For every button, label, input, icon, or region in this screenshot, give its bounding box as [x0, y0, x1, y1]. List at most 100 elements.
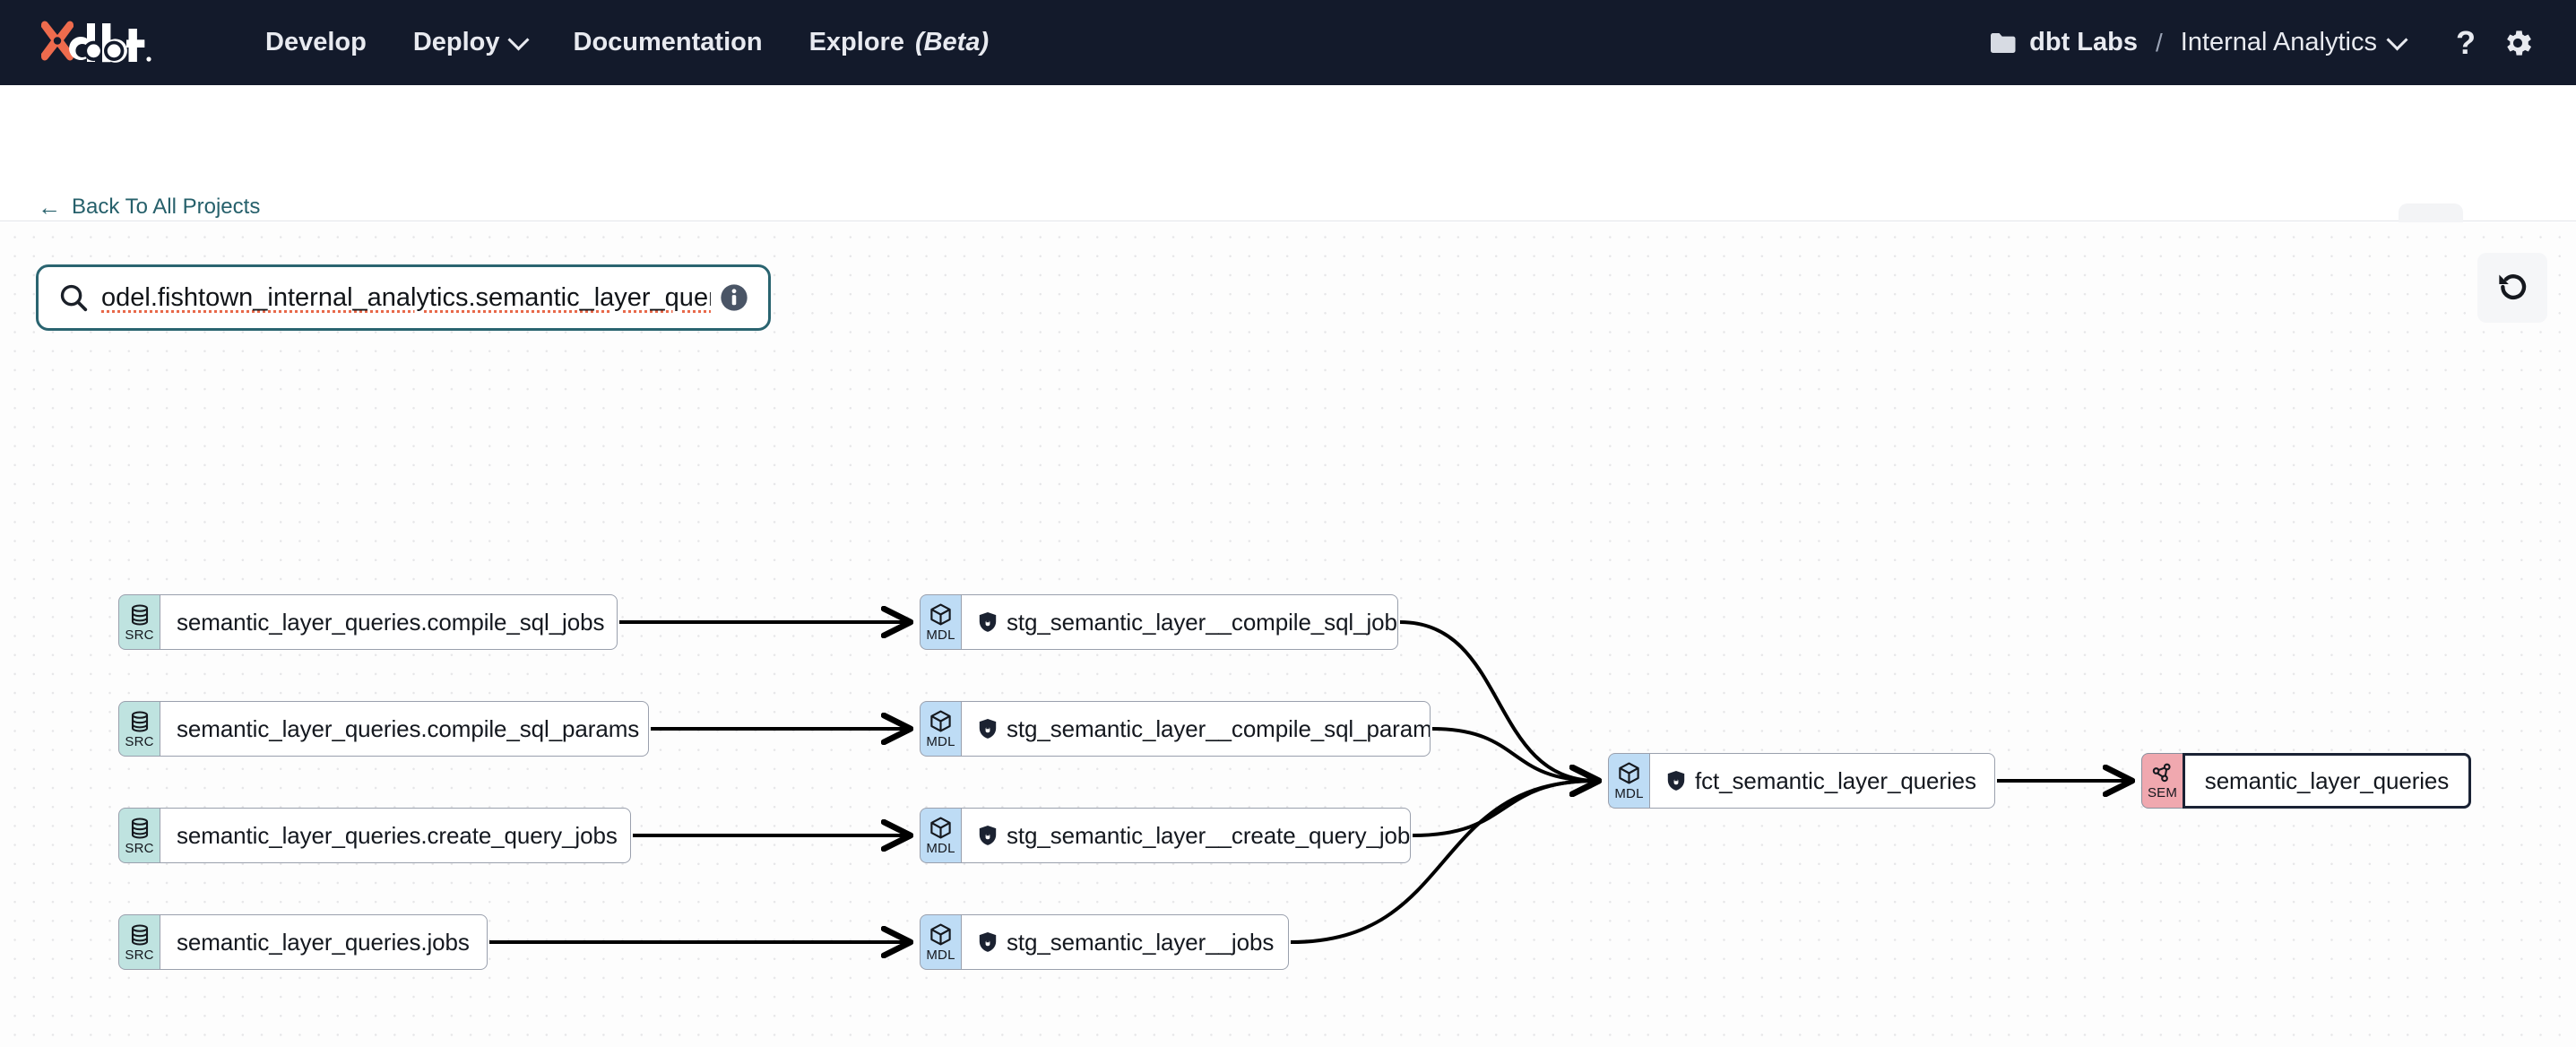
cube-icon [929, 922, 953, 947]
node-label: semantic_layer_queries.compile_sql_jobs [177, 608, 605, 636]
node-label: semantic_layer_queries [2204, 766, 2450, 794]
search-icon [58, 282, 89, 313]
graph-node-src3[interactable]: SRC semantic_layer_queries.create_query_j… [118, 808, 631, 863]
node-type-label: MDL [926, 734, 955, 749]
node-label: semantic_layer_queries.create_query_jobs [177, 821, 618, 849]
node-type-label: SEM [2147, 785, 2178, 800]
breadcrumb-project-selector[interactable]: Internal Analytics [2181, 28, 2406, 57]
node-label: semantic_layer_queries.compile_sql_param… [177, 714, 640, 742]
shield-lock-icon [978, 718, 998, 740]
node-type-badge-mdl: MDL [920, 914, 961, 970]
top-navigation-bar: Develop Deploy Documentation Explore (Be… [0, 0, 2576, 85]
nav-link-deploy-label: Deploy [412, 28, 500, 56]
nav-right-group: dbt Labs / Internal Analytics ? [1990, 17, 2544, 69]
node-type-label: SRC [125, 733, 154, 749]
node-type-badge-src: SRC [118, 594, 160, 650]
nav-link-documentation[interactable]: Documentation [550, 28, 786, 57]
graph-node-mdl3[interactable]: MDL stg_semantic_layer__create_query_jobs [920, 808, 1411, 863]
cube-icon [929, 816, 953, 840]
node-type-label: SRC [125, 947, 154, 963]
project-name: Internal Analytics [2180, 28, 2377, 56]
shield-lock-icon [978, 825, 998, 846]
search-input[interactable]: odel.fishtown_internal_analytics.semanti… [101, 282, 711, 312]
node-body[interactable]: semantic_layer_queries [2183, 753, 2471, 809]
node-label: stg_semantic_layer__create_query_jobs [1007, 821, 1411, 849]
node-type-badge-mdl: MDL [1608, 753, 1649, 809]
shield-lock-icon [1666, 770, 1686, 792]
node-type-badge-mdl: MDL [920, 594, 961, 650]
node-type-badge-src: SRC [118, 914, 160, 970]
node-type-label: SRC [125, 627, 154, 643]
project-subheader: ← Back To All Projects Internal Analytic… [0, 85, 2576, 268]
graph-edge-mdl2-to-fct1 [1431, 727, 1596, 781]
back-link-label: Back To All Projects [72, 195, 261, 219]
search-bar[interactable]: odel.fishtown_internal_analytics.semanti… [36, 264, 771, 331]
node-type-badge-src: SRC [118, 808, 160, 863]
node-body[interactable]: fct_semantic_layer_queries [1649, 753, 1995, 809]
back-to-all-projects-link[interactable]: ← Back To All Projects [38, 195, 260, 220]
settings-button[interactable] [2492, 17, 2544, 69]
node-type-badge-mdl: MDL [920, 808, 961, 863]
node-label: stg_semantic_layer__compile_sql_params [1007, 714, 1431, 742]
node-type-badge-sem: SEM [2141, 753, 2183, 809]
node-body[interactable]: semantic_layer_queries.compile_sql_param… [160, 701, 649, 757]
nav-link-explore-beta-tag: (Beta) [914, 28, 990, 56]
node-type-badge-mdl: MDL [920, 701, 961, 757]
graph-node-mdl4[interactable]: MDL stg_semantic_layer__jobs [920, 914, 1289, 970]
database-stack-icon [128, 603, 151, 627]
dbt-logo[interactable] [38, 20, 188, 66]
graph-node-src4[interactable]: SRC semantic_layer_queries.jobs [118, 914, 488, 970]
node-body[interactable]: semantic_layer_queries.jobs [160, 914, 488, 970]
nav-link-explore-label: Explore [808, 28, 904, 56]
lineage-edges [489, 222, 2576, 1047]
gear-icon [2507, 30, 2532, 56]
node-type-label: SRC [125, 840, 154, 856]
node-body[interactable]: stg_semantic_layer__compile_sql_params [961, 701, 1431, 757]
breadcrumb-organization[interactable]: dbt Labs [1990, 28, 2138, 57]
shield-lock-icon [978, 611, 998, 633]
database-stack-icon [128, 710, 151, 733]
graph-node-mdl1[interactable]: MDL stg_semantic_layer__compile_sql_jobs [920, 594, 1398, 650]
node-label: fct_semantic_layer_queries [1695, 766, 1976, 794]
node-type-label: MDL [1614, 786, 1644, 801]
shield-lock-icon [978, 931, 998, 953]
node-body[interactable]: stg_semantic_layer__jobs [961, 914, 1289, 970]
nav-link-explore[interactable]: Explore (Beta) [786, 28, 1013, 57]
dbt-logo-icon [41, 21, 151, 63]
graph-node-mdl2[interactable]: MDL stg_semantic_layer__compile_sql_param… [920, 701, 1431, 757]
node-label: stg_semantic_layer__compile_sql_jobs [1007, 608, 1398, 636]
node-body[interactable]: semantic_layer_queries.create_query_jobs [160, 808, 631, 863]
semantic-network-icon [2150, 762, 2174, 784]
nav-link-develop[interactable]: Develop [242, 28, 390, 57]
folder-icon [1991, 32, 2016, 53]
graph-node-fct1[interactable]: MDL fct_semantic_layer_queries [1608, 753, 1995, 809]
node-type-label: MDL [926, 947, 955, 963]
node-type-badge-src: SRC [118, 701, 160, 757]
graph-node-src1[interactable]: SRC semantic_layer_queries.compile_sql_jo… [118, 594, 618, 650]
node-body[interactable]: semantic_layer_queries.compile_sql_jobs [160, 594, 618, 650]
nav-link-documentation-label: Documentation [573, 28, 763, 56]
lineage-nodes: SRC semantic_layer_queries.compile_sql_jo… [0, 222, 2576, 1047]
question-mark-icon: ? [2456, 23, 2476, 61]
node-body[interactable]: stg_semantic_layer__compile_sql_jobs [961, 594, 1398, 650]
breadcrumb-separator: / [2155, 28, 2163, 56]
main-nav-links: Develop Deploy Documentation Explore (Be… [242, 28, 1012, 57]
arrow-left-icon: ← [38, 194, 61, 221]
reset-view-button[interactable] [2477, 253, 2547, 323]
nav-link-develop-label: Develop [265, 28, 367, 56]
database-stack-icon [128, 817, 151, 840]
nav-link-deploy[interactable]: Deploy [390, 28, 550, 57]
reset-rotate-ccw-icon [2499, 274, 2527, 300]
help-button[interactable]: ? [2440, 17, 2492, 69]
cube-icon [1617, 761, 1641, 785]
graph-node-sem1[interactable]: SEM semantic_layer_queries [2141, 753, 2471, 809]
graph-node-src2[interactable]: SRC semantic_layer_queries.compile_sql_pa… [118, 701, 649, 757]
info-icon[interactable] [720, 283, 748, 312]
lineage-canvas[interactable]: SRC semantic_layer_queries.compile_sql_jo… [0, 222, 2576, 1047]
graph-edge-mdl4-to-fct1 [1290, 781, 1596, 944]
node-type-label: MDL [926, 841, 955, 856]
chevron-down-icon [2390, 32, 2406, 48]
node-body[interactable]: stg_semantic_layer__create_query_jobs [961, 808, 1411, 863]
chevron-down-icon [511, 32, 527, 48]
organization-name: dbt Labs [2029, 28, 2138, 56]
